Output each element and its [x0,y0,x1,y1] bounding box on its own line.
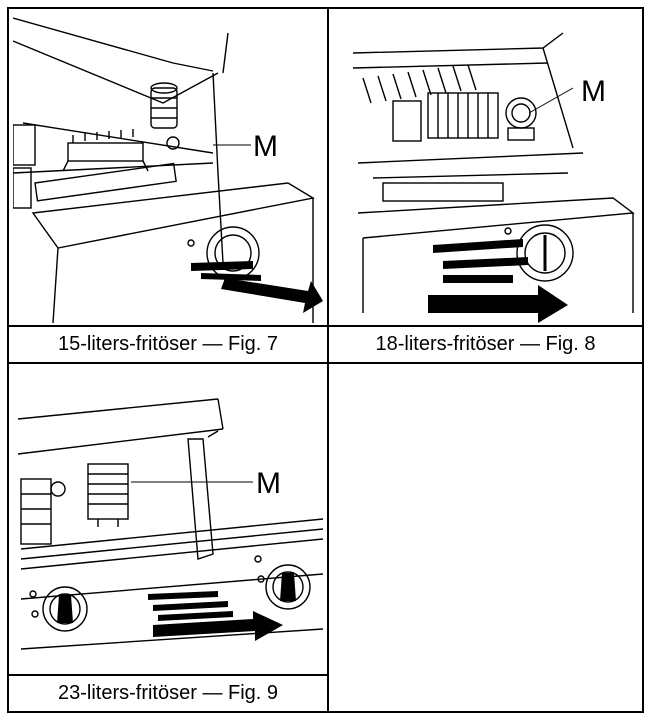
fig9-caption: 23-liters-fritöser — Fig. 9 [57,682,279,704]
table-border-right [642,7,644,713]
table-border-row2 [7,362,644,364]
table-border-bottom [7,711,644,713]
table-border-mid [327,7,329,713]
table-border-row1 [7,325,644,327]
fig8-callout-label: M [581,75,606,108]
fig7-illustration: M [13,13,323,323]
table-border-top [7,7,644,9]
fryer-15l-drawing: M [13,17,323,323]
fryer-23l-drawing: M [17,398,323,650]
table-border-row3 [7,674,328,676]
fig8-illustration: M [333,13,639,323]
fig7-callout-label: M [253,130,278,163]
fig9-callout-label: M [256,467,281,500]
table-border-left [7,7,9,713]
fig9-illustration: M [13,369,323,672]
figure-table: M 15-liters-fritöser — Fig. 7 [7,7,644,713]
fig7-caption: 15-liters-fritöser — Fig. 7 [57,333,279,355]
fryer-18l-drawing: M [352,32,635,323]
fig8-caption: 18-liters-fritöser — Fig. 8 [375,333,596,355]
